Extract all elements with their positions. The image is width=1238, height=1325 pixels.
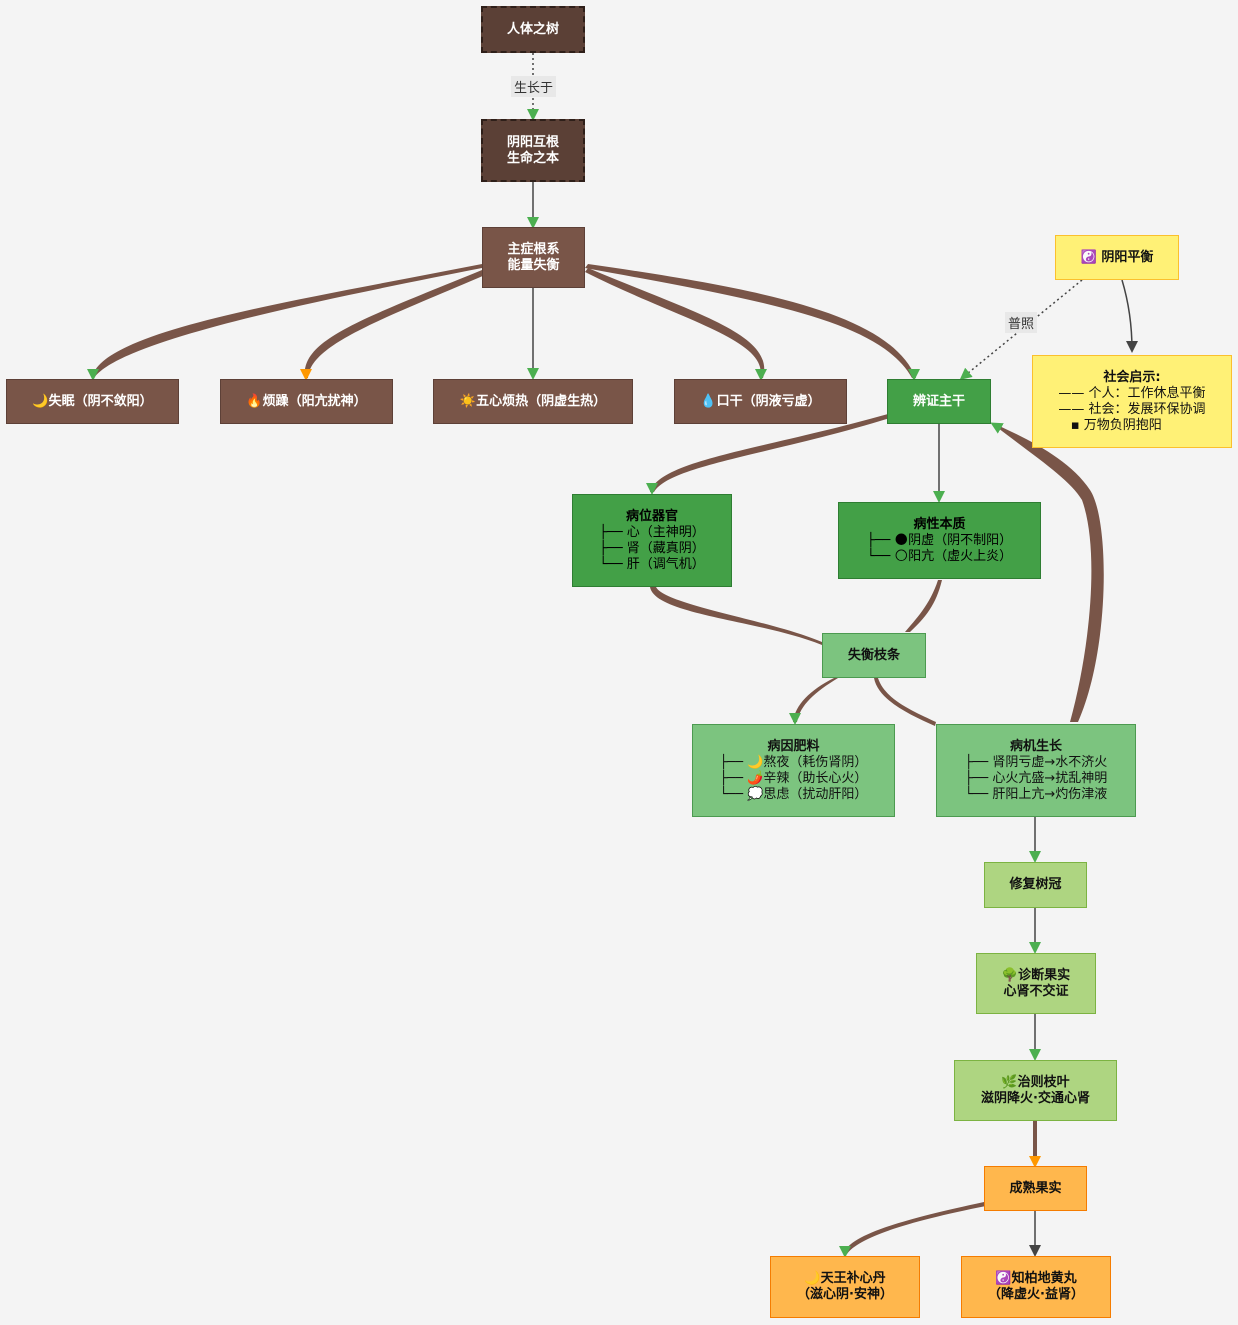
node-root-label: 阴阳互根 生命之本 <box>506 134 559 166</box>
node-nature-body: ├── 🌑阴虚（阴不制阳） └── 🌕阳亢（虚火上炎） <box>866 532 1013 564</box>
edge-label-shine: 普照 <box>1005 312 1038 333</box>
edge-imbalance-mechanism <box>874 678 936 726</box>
edge-zhuzheng-s1 <box>92 264 482 378</box>
node-mechanism[interactable]: 病机生长 ├── 肾阴亏虚→水不济火 ├── 心火亢盛→扰乱神明 └── 肝阳上… <box>936 724 1136 817</box>
node-organ-body: ├── 心（主神明） ├── 肾（藏真阴） └── 肝（调气机） <box>599 524 705 572</box>
node-fruit-label: 成熟果实 <box>1009 1180 1062 1196</box>
node-symptom-dry-mouth[interactable]: 💧口干（阴液亏虚） <box>674 379 847 424</box>
node-symptom-insomnia[interactable]: 🌙失眠（阴不敛阳） <box>6 379 179 424</box>
node-balance-label: ☯️ 阴阳平衡 <box>1080 249 1154 265</box>
node-medicine-zhibai[interactable]: ☯️知柏地黄丸 （降虚火·益肾） <box>961 1256 1111 1318</box>
edge-mechanism-bianzheng-arrow <box>990 422 1004 434</box>
edge-nature-imbalance <box>905 580 942 632</box>
edge-organ-imbalance <box>650 587 822 645</box>
edge-balance-social <box>1121 279 1138 353</box>
edge-balance-bianzheng <box>959 279 1083 380</box>
node-balance[interactable]: ☯️ 阴阳平衡 <box>1055 235 1179 280</box>
node-nature-title: 病性本质 <box>913 516 966 532</box>
edge-fruit-med1 <box>843 1202 986 1254</box>
node-symptom-irritability-label: 🔥烦躁（阳亢扰神） <box>246 393 367 409</box>
node-bianzheng-label: 辨证主干 <box>912 393 965 409</box>
node-repair-label: 修复树冠 <box>1009 877 1062 892</box>
node-mechanism-title: 病机生长 <box>1009 738 1062 754</box>
node-bianzheng[interactable]: 辨证主干 <box>887 379 991 424</box>
node-imbalance-label: 失衡枝条 <box>847 647 900 663</box>
edge-zhuzheng-s4 <box>585 268 765 378</box>
node-treatment-label: 🌿治则枝叶 滋阴降火·交通心肾 <box>981 1074 1090 1106</box>
node-treatment[interactable]: 🌿治则枝叶 滋阴降火·交通心肾 <box>954 1060 1117 1121</box>
node-social-title: 社会启示: <box>1103 369 1161 385</box>
node-organ-title: 病位器官 <box>625 508 678 524</box>
node-medicine-zhibai-label: ☯️知柏地黄丸 （降虚火·益肾） <box>988 1271 1084 1302</box>
node-mechanism-body: ├── 肾阴亏虚→水不济火 ├── 心火亢盛→扰乱神明 └── 肝阳上亢→灼伤津… <box>964 754 1108 802</box>
node-symptom-insomnia-label: 🌙失眠（阴不敛阳） <box>32 393 153 409</box>
node-cause[interactable]: 病因肥料 ├── 🌙熬夜（耗伤肾阴） ├── 🌶️辛辣（助长心火） └── 💭思… <box>692 724 895 817</box>
node-repair[interactable]: 修复树冠 <box>984 862 1087 908</box>
edge-bianzheng-organ <box>650 414 890 492</box>
node-organ[interactable]: 病位器官 ├── 心（主神明） ├── 肾（藏真阴） └── 肝（调气机） <box>572 494 732 587</box>
node-nature[interactable]: 病性本质 ├── 🌑阴虚（阴不制阳） └── 🌕阳亢（虚火上炎） <box>838 502 1041 579</box>
node-symptom-heat[interactable]: ☀️五心烦热（阴虚生热） <box>433 379 633 424</box>
edge-imbalance-cause <box>793 678 838 722</box>
node-root[interactable]: 阴阳互根 生命之本 <box>481 119 585 182</box>
node-fruit[interactable]: 成熟果实 <box>984 1166 1087 1211</box>
node-tree[interactable]: 人体之树 <box>481 6 585 53</box>
edge-label-grows-on: 生长于 <box>511 76 557 97</box>
edge-zhuzheng-s2 <box>304 270 485 378</box>
node-diagnosis-label: 🌳诊断果实 心肾不交证 <box>1001 967 1071 999</box>
node-symptom-irritability[interactable]: 🔥烦躁（阳亢扰神） <box>220 379 393 424</box>
edge-treatment-fruit <box>1033 1121 1037 1164</box>
node-diagnosis[interactable]: 🌳诊断果实 心肾不交证 <box>976 953 1096 1014</box>
node-symptom-dry-mouth-label: 💧口干（阴液亏虚） <box>700 393 821 409</box>
node-cause-body: ├── 🌙熬夜（耗伤肾阴） ├── 🌶️辛辣（助长心火） └── 💭思虑（扰动肝… <box>719 754 868 802</box>
node-tree-label: 人体之树 <box>506 21 559 37</box>
edge-zhuzheng-bianzheng <box>585 264 916 378</box>
node-social[interactable]: 社会启示: —— 个人：工作休息平衡 —— 社会：发展环保协调 ▪ 万物负阴抱阳 <box>1032 355 1232 448</box>
node-imbalance[interactable]: 失衡枝条 <box>822 633 926 678</box>
node-medicine-tianwang[interactable]: 🌙天王补心丹 （滋心阴·安神） <box>770 1256 920 1318</box>
node-zhuzheng[interactable]: 主症根系 能量失衡 <box>482 227 585 288</box>
node-symptom-heat-label: ☀️五心烦热（阴虚生热） <box>459 393 607 409</box>
node-medicine-tianwang-label: 🌙天王补心丹 （滋心阴·安神） <box>797 1271 893 1302</box>
node-zhuzheng-label: 主症根系 能量失衡 <box>507 241 560 273</box>
node-social-body: —— 个人：工作休息平衡 —— 社会：发展环保协调 ▪ 万物负阴抱阳 <box>1058 385 1206 433</box>
node-cause-title: 病因肥料 <box>767 738 820 754</box>
